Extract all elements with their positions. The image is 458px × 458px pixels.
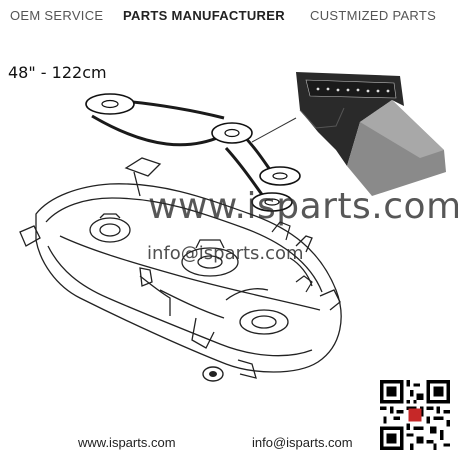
footer-email-link[interactable]: info@isparts.com bbox=[252, 435, 353, 450]
deck-size-label: 48" - 122cm bbox=[8, 63, 107, 82]
header-parts-manufacturer: PARTS MANUFACTURER bbox=[123, 8, 285, 23]
pulley-lower bbox=[251, 192, 293, 212]
pulley-center bbox=[211, 122, 253, 144]
watermark-main: www.isparts.com bbox=[148, 186, 458, 227]
v-belt-cross-section-icon bbox=[296, 72, 446, 196]
deck-hanger bbox=[271, 221, 313, 293]
header-customized-parts: CUSTMIZED PARTS bbox=[310, 8, 437, 23]
header-bar: OEM SERVICE PARTS MANUFACTURER CUSTMIZED… bbox=[0, 0, 458, 34]
pulley-right bbox=[259, 166, 301, 186]
header-oem-service: OEM SERVICE bbox=[10, 8, 104, 23]
leader-line bbox=[251, 117, 297, 143]
gauge-wheel bbox=[202, 366, 224, 382]
footer-website-link[interactable]: www.isparts.com bbox=[78, 435, 176, 450]
pulley-left bbox=[85, 93, 135, 115]
qr-code-icon[interactable] bbox=[380, 380, 450, 450]
mower-deck bbox=[19, 157, 342, 379]
watermark-info: info@isparts.com bbox=[147, 243, 304, 264]
